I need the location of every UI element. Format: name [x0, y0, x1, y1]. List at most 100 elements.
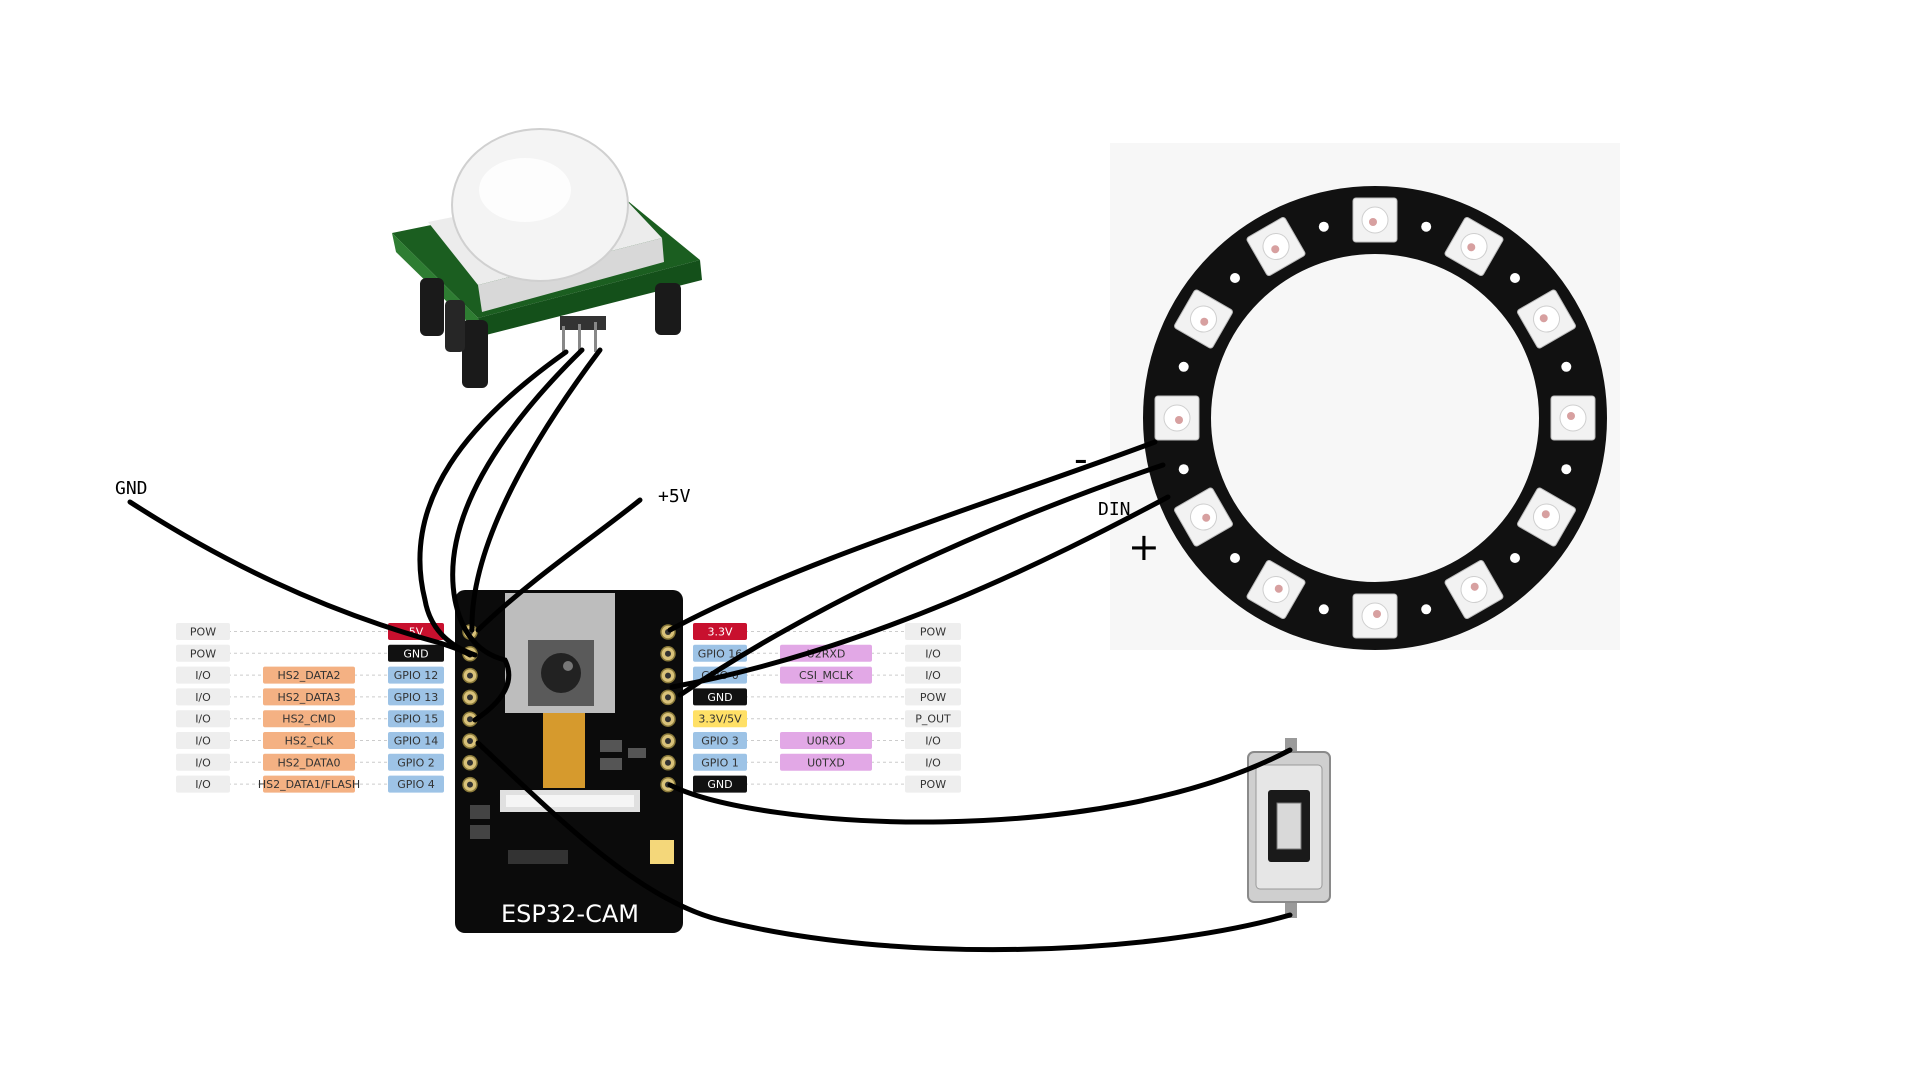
right-pin-type-bg	[905, 666, 961, 684]
plus5v-wire	[475, 497, 643, 633]
header-pin-hole	[467, 694, 473, 701]
left-pin-type-bg	[176, 666, 230, 684]
ring-led	[1352, 197, 1398, 243]
left-pin-func-bg	[263, 775, 355, 793]
ring-hole	[1510, 553, 1520, 563]
left-pin-gpio: GND	[388, 644, 444, 662]
right-pin-func-text: CSI_MCLK	[799, 669, 854, 682]
wires	[127, 347, 1293, 953]
led-ring	[1110, 143, 1620, 650]
header-pin-hole	[665, 694, 671, 701]
header-pin-hole	[665, 759, 671, 766]
right-pin-type-bg	[905, 623, 961, 640]
header-pin-hole	[467, 716, 473, 723]
ring-led	[1550, 395, 1596, 441]
left-pin-type: I/O	[176, 775, 230, 793]
left-pin-gpio-bg	[388, 732, 444, 749]
left-pin-type-text: POW	[190, 626, 216, 639]
ring-led	[1154, 395, 1200, 441]
right-pin-type-bg	[905, 688, 961, 706]
ring-leds	[1154, 197, 1596, 639]
left-pin-gpio: GPIO 15	[388, 710, 444, 728]
ring-hole	[1561, 361, 1572, 372]
pir-motion-sensor	[392, 128, 702, 388]
left-pin-type-text: I/O	[195, 756, 211, 769]
left-pin-type-bg	[176, 623, 230, 640]
left-pin-gpio-bg	[388, 623, 444, 640]
plus5v-label: +5V	[658, 486, 691, 507]
header-pin-hole	[467, 759, 473, 766]
right-pin-func: CSI_MCLK	[780, 666, 872, 684]
left-pin-func: HS2_CMD	[263, 710, 355, 728]
ring-led	[1174, 487, 1233, 547]
header-pin-hole	[467, 738, 473, 744]
ring-led	[1174, 289, 1233, 349]
left-pin-func-text: HS2_DATA0	[277, 756, 340, 769]
left-pin-type: POW	[176, 644, 230, 662]
right-pin-gpio-text: GPIO 3	[701, 735, 739, 748]
gnd-label: GND	[115, 478, 148, 499]
push-button	[1247, 738, 1331, 918]
gnd-wire	[127, 499, 473, 658]
right-pin-type-bg	[905, 732, 961, 749]
ring-led	[1246, 560, 1306, 619]
left-pin-gpio-text: GPIO 13	[394, 691, 439, 704]
minus-label: -	[1074, 437, 1088, 481]
right-pin-func-text: U0TXD	[807, 756, 845, 769]
ring-hole	[1318, 221, 1329, 232]
left-pin-gpio: GPIO 12	[388, 666, 444, 684]
ring-wire-minus	[667, 439, 1158, 633]
left-pin-type-bg	[176, 775, 230, 793]
right-pin-func: U0TXD	[780, 753, 872, 771]
left-pin-type: POW	[176, 623, 230, 640]
left-pin-gpio: GPIO 2	[388, 753, 444, 771]
right-pin-type-text: I/O	[925, 647, 941, 660]
right-pin-type-text: I/O	[925, 669, 941, 682]
right-pin-gpio-text: 3.3V	[707, 626, 732, 639]
left-pin-type: I/O	[176, 753, 230, 771]
right-pin-type: POW	[905, 688, 961, 706]
right-pin-type-bg	[905, 753, 961, 771]
ring-hole	[1318, 604, 1329, 615]
left-pin-func-bg	[263, 666, 355, 684]
button-wire-top	[667, 747, 1293, 825]
button-wire-bottom	[475, 740, 1293, 953]
left-pin-type-bg	[176, 732, 230, 749]
ring-hole	[1510, 273, 1520, 283]
right-pin-type-text: I/O	[925, 756, 941, 769]
right-pin-func-text: U0RXD	[807, 735, 846, 748]
esp32-cam-board: ESP32-CAM	[455, 590, 683, 933]
ring-led	[1444, 217, 1504, 276]
left-pin-func-text: HS2_CMD	[282, 713, 335, 726]
left-pin-gpio-text: GPIO 4	[397, 778, 435, 791]
left-pin-type-text: I/O	[195, 735, 211, 748]
right-pin-type: I/O	[905, 666, 961, 684]
left-pin-type-text: I/O	[195, 669, 211, 682]
right-pin-gpio-text: GPIO 1	[701, 756, 739, 769]
left-pin-gpio-text: GPIO 2	[397, 756, 435, 769]
left-pin-func-text: HS2_DATA1/FLASH	[258, 778, 360, 791]
left-pin-type: I/O	[176, 666, 230, 684]
right-pin-type-text: POW	[920, 626, 946, 639]
left-pin-gpio: GPIO 4	[388, 775, 444, 793]
ring-led	[1352, 593, 1398, 639]
right-pin-type-text: POW	[920, 778, 946, 791]
right-pin-gpio-bg	[693, 623, 747, 640]
right-pin-type: POW	[905, 623, 961, 640]
ring-hole	[1421, 221, 1432, 232]
left-pin-func-text: HS2_DATA3	[277, 691, 340, 704]
right-pin-type-bg	[905, 644, 961, 662]
left-pin-gpio-text: GPIO 12	[394, 669, 439, 682]
right-pin-gpio-text: GPIO 16	[698, 647, 743, 660]
left-pin-func: HS2_DATA3	[263, 688, 355, 706]
right-pin-gpio-bg	[693, 688, 747, 706]
left-pin-func-bg	[263, 710, 355, 728]
left-pin-type-bg	[176, 753, 230, 771]
right-pin-func: U0RXD	[780, 732, 872, 749]
left-pin-gpio-text: GPIO 15	[394, 713, 439, 726]
ring-led	[1517, 289, 1576, 349]
right-pin-type-text: P_OUT	[915, 713, 951, 726]
right-pin-type: I/O	[905, 644, 961, 662]
